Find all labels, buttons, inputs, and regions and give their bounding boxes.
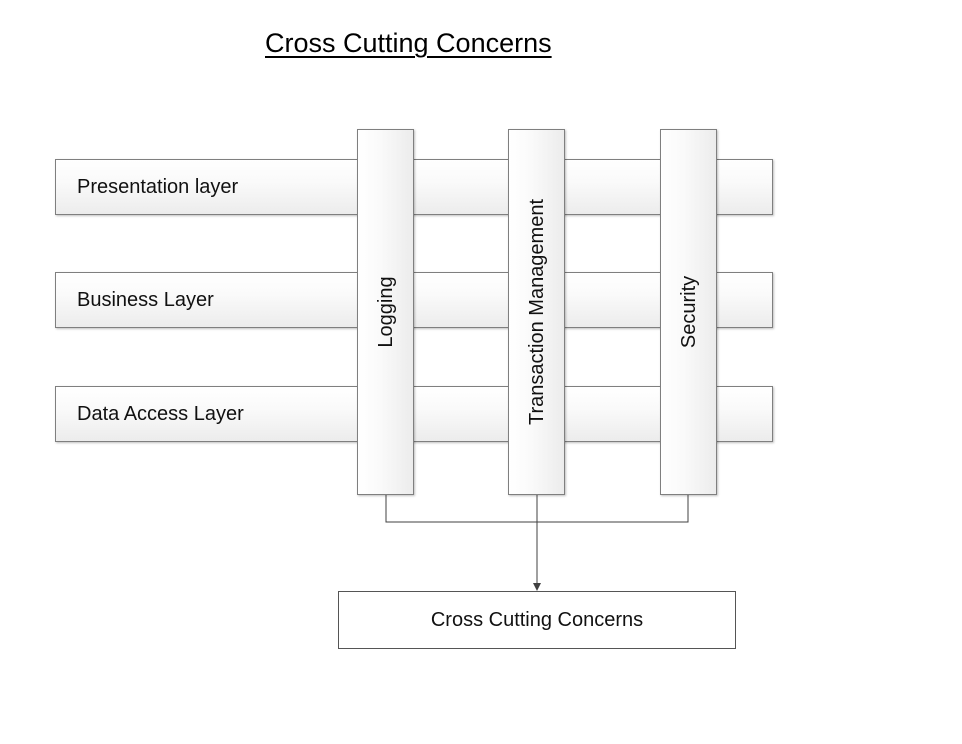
concern-logging: Logging <box>357 129 414 495</box>
layer-label: Business Layer <box>77 289 214 311</box>
layer-data-access: Data Access Layer <box>55 386 773 442</box>
result-label: Cross Cutting Concerns <box>430 609 644 631</box>
arrowhead-icon <box>533 583 541 591</box>
concern-security: Security <box>660 129 717 495</box>
layer-business: Business Layer <box>55 272 773 328</box>
layer-label: Presentation layer <box>77 176 239 198</box>
layer-label: Data Access Layer <box>77 403 244 425</box>
layer-presentation: Presentation layer <box>55 159 773 215</box>
concern-transaction-management: Transaction Management <box>508 129 565 495</box>
diagram-title: Cross Cutting Concerns <box>265 28 552 58</box>
result-box: Cross Cutting Concerns <box>338 591 736 649</box>
